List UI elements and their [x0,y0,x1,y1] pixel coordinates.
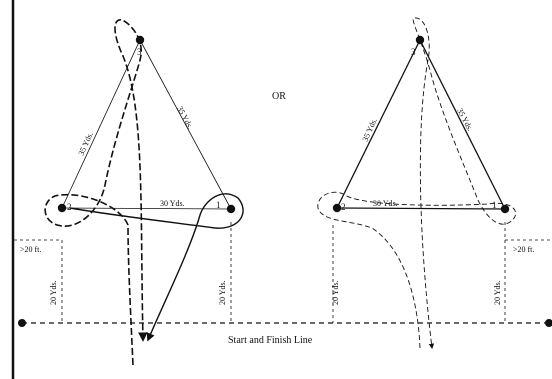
left-run-path-turn [69,193,244,342]
left-pattern: 1 2 3 35 Yds. 35 Yds. 30 Yds. >20 ft. 20… [14,19,244,366]
or-label: OR [272,91,286,102]
right-barrel-1 [500,204,510,214]
right-barrel-2 [332,203,342,213]
left-barrel-2-label: 2 [67,202,72,212]
right-barrel-3-label: 3 [411,47,416,57]
right-leg-1-2-label: 30 Yds. [373,199,398,208]
left-run-path-out [44,19,148,366]
right-leg-1-3-label: 35 Yds. [455,107,474,133]
start-marker-left [18,319,26,327]
right-pattern: 1 2 3 35 Yds. 35 Yds. 30 Yds. >20 ft. 20… [317,17,552,350]
right-fence-gap-label: >20 ft. [513,245,534,254]
right-run-path-out [317,17,516,350]
right-barrel-1-label: 1 [492,200,497,210]
left-barrel-3-label: 3 [137,47,142,57]
right-start-20yds-label: 20 Yds. [331,280,340,305]
left-leg-1-3-label: 35 Yds. [175,105,194,131]
right-barrel-2-label: 2 [341,202,346,212]
left-leg-1-3 [139,39,232,210]
left-barrel-1-label: 1 [216,200,221,210]
right-barrel-20yds-label: 20 Yds. [493,280,502,305]
left-leg-1-2 [61,207,232,210]
right-leg-1-3 [419,39,506,210]
left-start-20yds-label: 20 Yds. [49,280,58,305]
start-marker-right [545,319,552,327]
left-barrel-20yds-label: 20 Yds. [218,280,227,305]
left-leg-2-3 [61,39,141,209]
left-leg-1-2-label: 30 Yds. [160,199,185,208]
right-leg-2-3 [336,39,421,209]
left-fence-gap-label: >20 ft. [20,245,41,254]
left-barrel-2 [57,203,67,213]
left-barrel-1 [226,204,236,214]
start-finish-label: Start and Finish Line [228,335,313,346]
right-barrel-3 [415,35,425,45]
